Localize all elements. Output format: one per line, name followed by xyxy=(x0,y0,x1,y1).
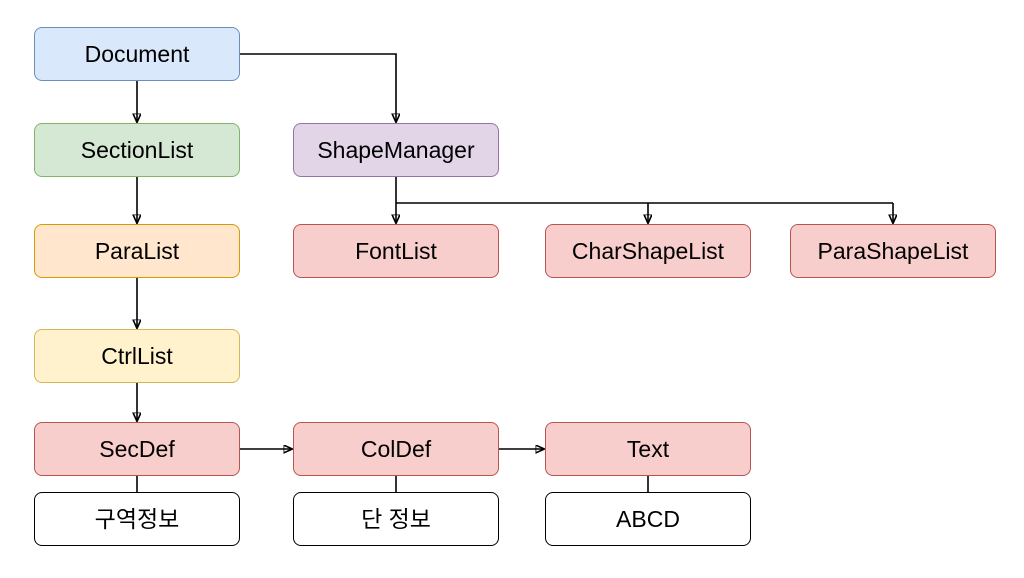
node-text-label: Text xyxy=(626,435,670,462)
node-text: Text xyxy=(545,422,751,476)
node-ctrllist: CtrlList xyxy=(34,329,240,383)
node-shapemanager: ShapeManager xyxy=(293,123,499,177)
node-abcd-label: ABCD xyxy=(616,505,680,532)
node-charshapelist-label: CharShapeList xyxy=(571,237,725,264)
node-sectionlist: SectionList xyxy=(34,123,240,177)
node-paralist-label: ParaList xyxy=(94,237,180,264)
node-coldef-label: ColDef xyxy=(360,435,432,462)
node-column-info-label: 단 정보 xyxy=(361,505,431,532)
node-secdef-label: SecDef xyxy=(99,435,175,462)
node-coldef: ColDef xyxy=(293,422,499,476)
node-shapemanager-label: ShapeManager xyxy=(317,136,475,163)
node-document-label: Document xyxy=(84,40,190,67)
node-section-info-label: 구역정보 xyxy=(94,505,180,532)
node-secdef: SecDef xyxy=(34,422,240,476)
node-parashapelist: ParaShapeList xyxy=(790,224,996,278)
node-ctrllist-label: CtrlList xyxy=(101,342,173,369)
node-paralist: ParaList xyxy=(34,224,240,278)
node-document: Document xyxy=(34,27,240,81)
node-fontlist-label: FontList xyxy=(355,237,437,264)
node-column-info: 단 정보 xyxy=(293,492,499,546)
node-abcd: ABCD xyxy=(545,492,751,546)
node-sectionlist-label: SectionList xyxy=(80,136,194,163)
edge-document-shapemanager xyxy=(240,53,396,122)
node-parashapelist-label: ParaShapeList xyxy=(817,237,969,264)
node-section-info: 구역정보 xyxy=(34,492,240,546)
node-fontlist: FontList xyxy=(293,224,499,278)
node-charshapelist: CharShapeList xyxy=(545,224,751,278)
